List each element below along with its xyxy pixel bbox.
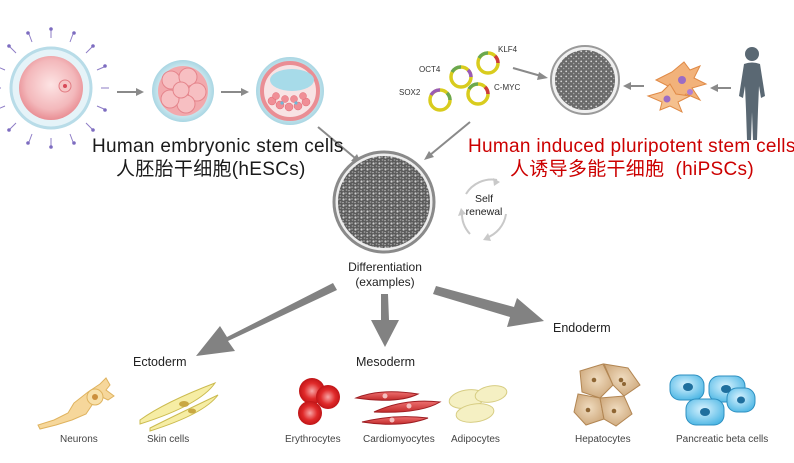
factor-cmyc-label: C-MYC [494, 83, 521, 92]
factor-klf4-label: KLF4 [498, 45, 518, 54]
hesc-title-en: Human embryonic stem cells [92, 136, 344, 157]
ipsc-colony-dish [550, 45, 620, 115]
cell-label-adipocytes: Adipocytes [451, 434, 500, 445]
person-icon [739, 47, 765, 140]
self-renewal-cycle-icon [458, 178, 507, 241]
cell-label-pancreatic-beta-cells: Pancreatic beta cells [676, 434, 769, 445]
self-renewal-label-line1: Self [474, 193, 494, 205]
fibroblast-cells-icon [646, 61, 708, 114]
differentiation-label: Differentiation [348, 260, 422, 274]
mesoderm-arrow [371, 294, 399, 347]
fertilized-egg-icon [0, 27, 109, 149]
ectoderm-arrow [196, 283, 337, 356]
erythrocytes-icon [298, 378, 340, 425]
plasmid-icons [428, 51, 500, 112]
factor-oct4-label: OCT4 [419, 65, 441, 74]
adipocytes-icon [448, 385, 508, 423]
self-renewal-label-line2: renewal [465, 206, 503, 218]
hesc-title-cn: 人胚胎干细胞(hESCs) [116, 159, 306, 180]
hipsc-title-en: Human induced pluripotent stem cells [468, 136, 794, 157]
morula-to-blastocyst-arrow [221, 88, 249, 96]
ectoderm-label: Ectoderm [133, 355, 187, 369]
differentiation-examples-label: (examples) [355, 275, 415, 289]
endoderm-label: Endoderm [553, 321, 611, 335]
egg-to-morula-arrow [117, 88, 144, 96]
cardiomyocytes-icon [354, 391, 442, 425]
cell-label-hepatocytes: Hepatocytes [575, 434, 631, 445]
hepatocytes-icon [573, 363, 641, 427]
factors-to-ipsc-arrow [512, 67, 548, 80]
hipsc-title-cn: 人诱导多能干细胞 (hiPSCs) [510, 159, 754, 180]
cell-label-erythrocytes: Erythrocytes [285, 434, 341, 445]
factors-to-colony-arrow [424, 121, 471, 160]
cell-label-neurons: Neurons [60, 434, 98, 445]
morula-icon [152, 60, 214, 122]
cell-label-cardiomyocytes: Cardiomyocytes [363, 434, 435, 445]
neuron-icon [37, 377, 115, 430]
person-to-fibroblast-arrow [710, 84, 731, 92]
pancreatic-beta-cells-icon [669, 374, 756, 426]
skin-cells-icon [139, 381, 219, 432]
factor-sox2-label: SOX2 [399, 88, 421, 97]
cell-label-skin-cells: Skin cells [147, 434, 190, 445]
blastocyst-icon [256, 57, 324, 125]
endoderm-arrow [433, 286, 544, 327]
fibroblast-to-ipsc-arrow [623, 82, 644, 90]
mesoderm-label: Mesoderm [356, 355, 416, 369]
stem-cell-colony-dish [332, 150, 436, 254]
